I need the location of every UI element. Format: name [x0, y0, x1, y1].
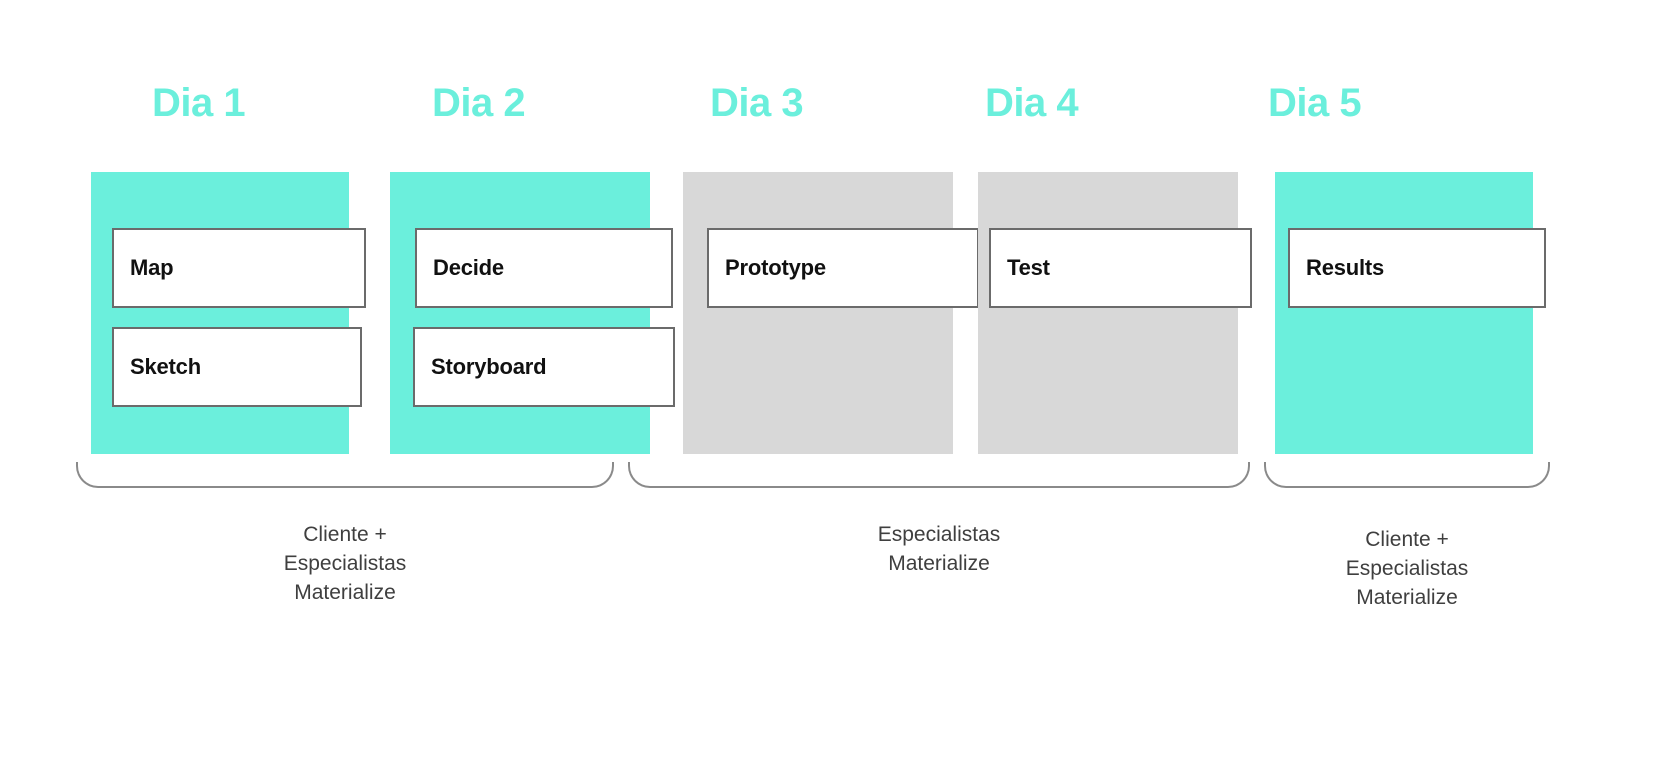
- task-card-results[interactable]: Results: [1288, 228, 1546, 308]
- task-card-label: Results: [1306, 255, 1385, 280]
- day-panel-5: [1275, 172, 1533, 454]
- group-caption-3: Cliente + Especialistas Materialize: [1345, 528, 1469, 609]
- day-panel-3: [683, 172, 953, 454]
- group-bracket-3: [1264, 462, 1550, 488]
- task-card-label: Sketch: [130, 354, 201, 379]
- day-heading-2: Dia 2: [432, 81, 526, 125]
- task-card-prototype[interactable]: Prototype: [707, 228, 979, 308]
- task-card-label: Storyboard: [431, 354, 547, 379]
- task-card-label: Prototype: [725, 255, 826, 280]
- task-card-storyboard[interactable]: Storyboard: [413, 327, 675, 407]
- task-card-label: Test: [1007, 255, 1050, 280]
- task-card-test[interactable]: Test: [989, 228, 1252, 308]
- task-card-label: Decide: [433, 255, 504, 280]
- day-panel-2: [390, 172, 650, 454]
- day-heading-1: Dia 1: [152, 81, 246, 125]
- group-caption-2: Especialistas Materialize: [877, 523, 1001, 575]
- group-bracket-1: [76, 462, 614, 488]
- group-caption-1: Cliente + Especialistas Materialize: [283, 523, 407, 604]
- day-panel-4: [978, 172, 1238, 454]
- task-card-map[interactable]: Map: [112, 228, 366, 308]
- task-card-sketch[interactable]: Sketch: [112, 327, 362, 407]
- task-card-label: Map: [130, 255, 174, 280]
- day-panel-1: [91, 172, 349, 454]
- day-heading-4: Dia 4: [985, 81, 1079, 125]
- day-heading-5: Dia 5: [1268, 81, 1362, 125]
- day-heading-3: Dia 3: [710, 81, 804, 125]
- group-bracket-2: [628, 462, 1250, 488]
- task-card-decide[interactable]: Decide: [415, 228, 673, 308]
